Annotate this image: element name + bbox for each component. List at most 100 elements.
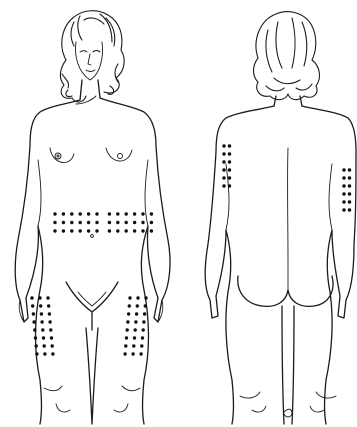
injection-site-dot bbox=[79, 229, 82, 232]
injection-site-dot bbox=[141, 212, 144, 215]
injection-site-dot bbox=[342, 184, 345, 187]
injection-site-dot bbox=[342, 168, 345, 171]
injection-site-dot bbox=[342, 176, 345, 179]
injection-site-dot bbox=[33, 328, 36, 331]
injection-site-dot bbox=[228, 168, 231, 171]
injection-site-dot bbox=[125, 336, 128, 339]
injection-site-dot bbox=[41, 328, 44, 331]
injection-site-dot bbox=[46, 296, 49, 299]
front-body-outline bbox=[15, 100, 80, 424]
back-body-outline bbox=[205, 106, 274, 424]
injection-site-dot bbox=[48, 312, 51, 315]
injection-site-dot bbox=[141, 336, 144, 339]
front-breasts bbox=[50, 148, 132, 163]
injection-site-dot bbox=[150, 212, 153, 215]
injection-site-dot bbox=[70, 221, 73, 224]
injection-site-dot bbox=[150, 229, 153, 232]
front-right-thigh-site bbox=[123, 296, 147, 355]
injection-site-dot bbox=[139, 352, 142, 355]
injection-site-dot bbox=[348, 168, 351, 171]
injection-site-dot bbox=[32, 320, 35, 323]
back-left-upper-arm-site bbox=[342, 168, 351, 211]
injection-site-dot bbox=[134, 328, 137, 331]
injection-site-dot bbox=[40, 312, 43, 315]
injection-site-dot bbox=[116, 221, 119, 224]
injection-site-dot bbox=[228, 144, 231, 147]
front-body-figure bbox=[15, 11, 170, 424]
injection-site-dot bbox=[126, 320, 129, 323]
injection-site-dot bbox=[348, 192, 351, 195]
injection-site-dot bbox=[35, 344, 38, 347]
injection-site-dot bbox=[228, 176, 231, 179]
injection-site-dot bbox=[38, 296, 41, 299]
injection-site-dot bbox=[222, 168, 225, 171]
injection-site-dot bbox=[95, 229, 98, 232]
injection-site-dot bbox=[228, 184, 231, 187]
injection-site-dot bbox=[70, 229, 73, 232]
injection-site-dot bbox=[48, 320, 51, 323]
injection-site-dot bbox=[136, 296, 139, 299]
injection-site-dot bbox=[47, 304, 50, 307]
injection-site-dot bbox=[228, 160, 231, 163]
injection-site-dot bbox=[131, 352, 134, 355]
injection-site-dot bbox=[31, 304, 34, 307]
injection-site-dot bbox=[40, 320, 43, 323]
front-abdomen-site bbox=[53, 212, 153, 232]
injection-site-dot bbox=[87, 229, 90, 232]
injection-site-dot bbox=[79, 221, 82, 224]
injection-site-dot bbox=[342, 200, 345, 203]
injection-site-dot bbox=[108, 212, 111, 215]
injection-site-dot bbox=[116, 229, 119, 232]
injection-site-dot bbox=[116, 212, 119, 215]
injection-site-dot bbox=[126, 328, 129, 331]
injection-site-dot bbox=[30, 296, 33, 299]
injection-site-dot bbox=[125, 212, 128, 215]
injection-site-dot bbox=[50, 336, 53, 339]
injection-site-dot bbox=[51, 344, 54, 347]
injection-site-dot bbox=[53, 221, 56, 224]
injection-site-dot bbox=[142, 328, 145, 331]
injection-site-dot bbox=[141, 229, 144, 232]
injection-site-dot bbox=[43, 352, 46, 355]
injection-site-dot bbox=[348, 200, 351, 203]
injection-site-dot bbox=[144, 296, 147, 299]
injection-site-dot bbox=[342, 192, 345, 195]
injection-site-dot bbox=[49, 328, 52, 331]
injection-site-dot bbox=[143, 312, 146, 315]
injection-site-dot bbox=[348, 208, 351, 211]
injection-site-dot bbox=[348, 176, 351, 179]
injection-site-dot bbox=[128, 296, 131, 299]
injection-site-dot bbox=[43, 344, 46, 347]
injection-site-dot bbox=[133, 221, 136, 224]
back-right-upper-arm-site bbox=[222, 144, 231, 187]
injection-site-dot bbox=[42, 336, 45, 339]
injection-site-dot bbox=[32, 312, 35, 315]
injection-site-dot bbox=[34, 336, 37, 339]
injection-site-dot bbox=[136, 304, 139, 307]
back-body-figure bbox=[205, 12, 356, 424]
front-neck bbox=[80, 80, 100, 100]
injection-site-dot bbox=[108, 221, 111, 224]
injection-site-dot bbox=[144, 304, 147, 307]
back-hair bbox=[254, 12, 320, 100]
injection-site-dot bbox=[108, 229, 111, 232]
injection-site-dot bbox=[222, 184, 225, 187]
injection-site-dot bbox=[222, 160, 225, 163]
injection-site-dot bbox=[70, 212, 73, 215]
injection-site-dot bbox=[222, 152, 225, 155]
injection-site-dot bbox=[35, 352, 38, 355]
injection-site-dot bbox=[228, 152, 231, 155]
injection-site-dot bbox=[51, 352, 54, 355]
front-navel bbox=[91, 235, 94, 238]
injection-site-dot bbox=[53, 229, 56, 232]
injection-site-dot bbox=[141, 221, 144, 224]
injection-site-dot bbox=[132, 344, 135, 347]
injection-site-dot bbox=[95, 212, 98, 215]
injection-site-dot bbox=[135, 312, 138, 315]
injection-site-dot bbox=[62, 229, 65, 232]
injection-site-dot bbox=[133, 336, 136, 339]
injection-site-dot bbox=[142, 320, 145, 323]
injection-site-dot bbox=[342, 208, 345, 211]
